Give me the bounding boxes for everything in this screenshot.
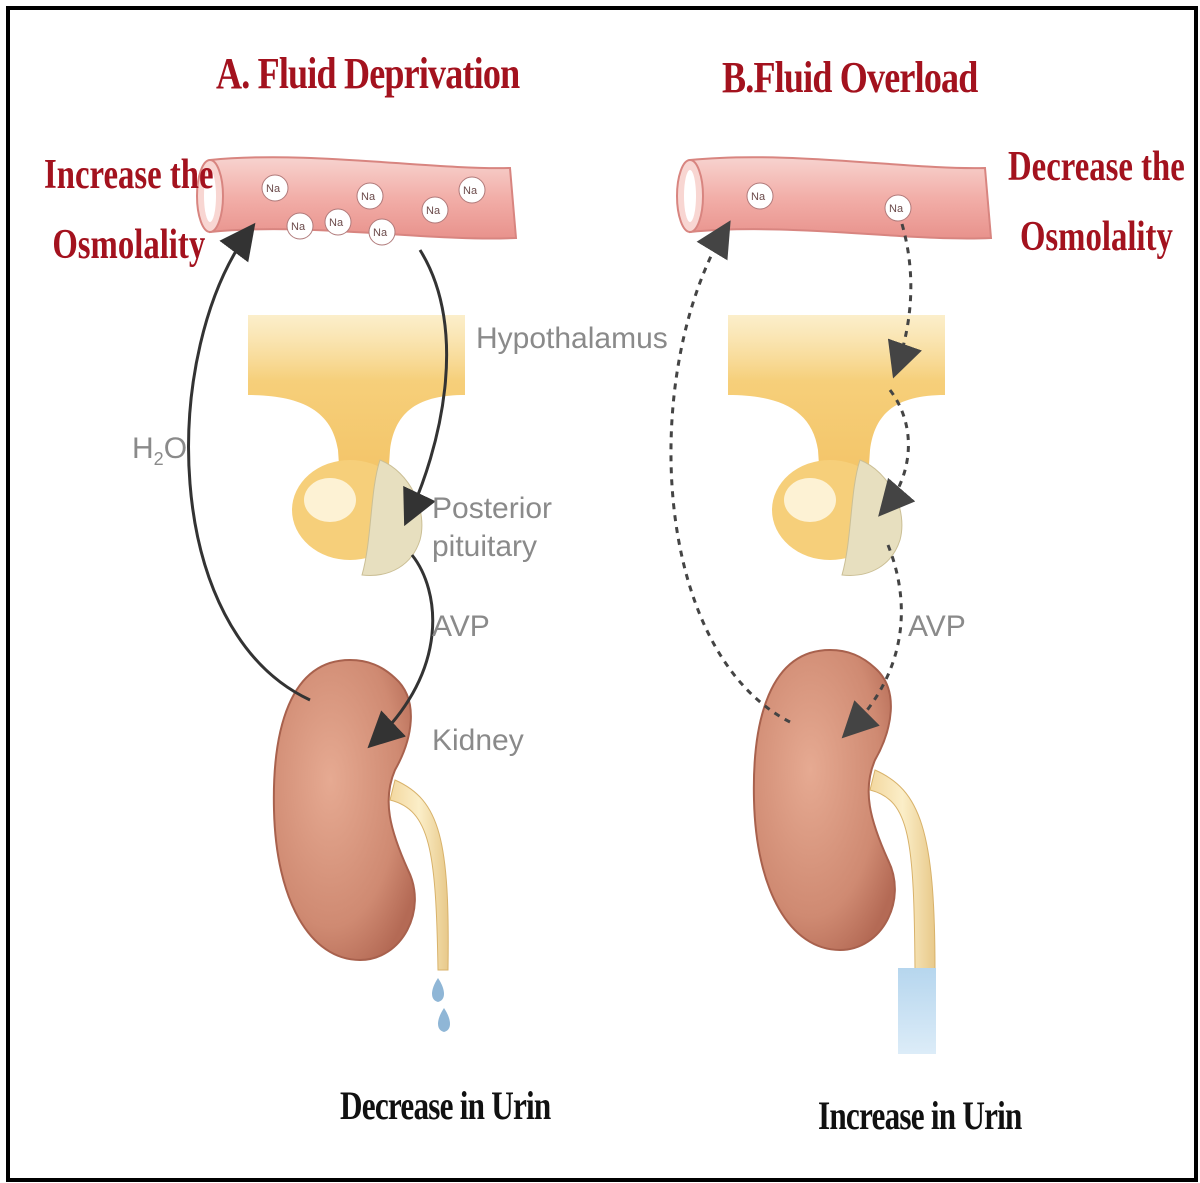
svg-text:Na: Na: [266, 183, 281, 195]
svg-text:Na: Na: [463, 185, 478, 197]
panel-b-side-line1: Decrease the: [1008, 132, 1185, 202]
hypothalamus-b: [728, 315, 945, 480]
urine-droplet-a1: [432, 978, 444, 1002]
svg-text:Na: Na: [751, 191, 766, 203]
urine-droplet-a2: [438, 1008, 450, 1032]
blood-vessel-b: [690, 157, 991, 238]
panel-a-footer: Decrease in Urin: [340, 1082, 550, 1129]
water-arrow-b: [671, 228, 790, 722]
panel-a-side-line2: Osmolality: [44, 210, 214, 280]
panel-a-title: A. Fluid Deprivation: [216, 48, 519, 99]
svg-text:Na: Na: [361, 191, 376, 203]
kidney-b: [754, 650, 895, 950]
svg-text:Na: Na: [889, 203, 904, 215]
hypothalamus-label: Hypothalamus: [476, 320, 668, 358]
avp-label-b: AVP: [908, 608, 966, 646]
panel-b-side-line2: Osmolality: [1008, 202, 1185, 272]
kidney-a: [274, 660, 415, 960]
pituitary-label-line1: Posterior: [432, 490, 552, 528]
panel-b-footer: Increase in Urin: [818, 1092, 1022, 1139]
figure-frame: Na Na Na Na Na Na Na: [6, 6, 1198, 1182]
water-label-sub: 2: [154, 449, 164, 469]
urine-stream-b: [898, 968, 936, 1054]
pituitary-label-line2: pituitary: [432, 528, 552, 566]
kidney-label: Kidney: [432, 722, 524, 760]
panel-b-artwork: Na Na: [671, 157, 991, 1054]
panel-a-side-label: Increase the Osmolality: [44, 140, 214, 280]
panel-b-title: B.Fluid Overload: [722, 52, 978, 103]
svg-text:Na: Na: [373, 227, 388, 239]
avp-label-a: AVP: [432, 608, 490, 646]
water-reabsorption-arrow-a: [189, 230, 310, 700]
water-label-o: O: [164, 432, 187, 465]
water-label: H2O: [132, 430, 187, 478]
panel-a-side-line1: Increase the: [44, 140, 214, 210]
water-label-h: H: [132, 432, 154, 465]
svg-text:Na: Na: [291, 221, 306, 233]
svg-text:Na: Na: [426, 205, 441, 217]
svg-text:Na: Na: [329, 217, 344, 229]
posterior-pituitary-label: Posterior pituitary: [432, 490, 552, 566]
panel-a-artwork: Na Na Na Na Na Na Na: [189, 157, 516, 1032]
panel-b-side-label: Decrease the Osmolality: [1008, 132, 1185, 272]
